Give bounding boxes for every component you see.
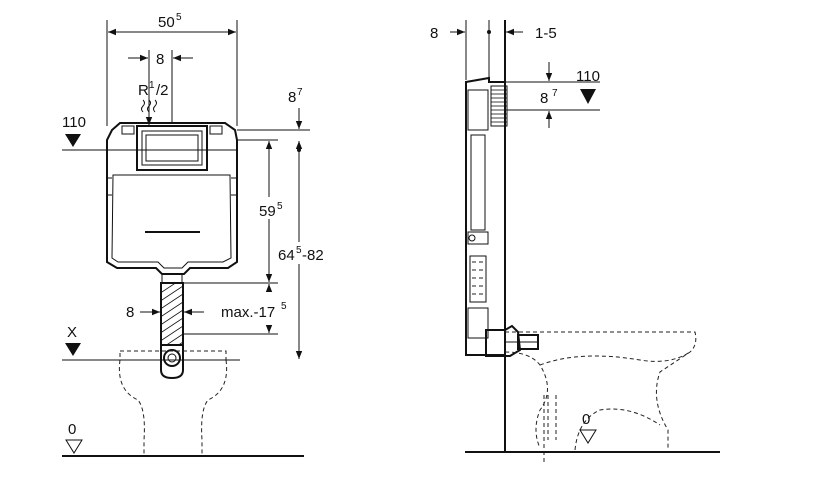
top-clearance-sup: 7 xyxy=(297,87,303,98)
flush-pipe xyxy=(160,274,184,380)
toilet-bowl-side xyxy=(504,331,697,465)
height-595-sup: 5 xyxy=(277,201,283,212)
connection-label: 8 xyxy=(156,51,164,68)
front-view: 50 5 8 R 1 /2 xyxy=(62,12,330,457)
level-x-label: X xyxy=(67,324,77,341)
width-dimension: 50 5 xyxy=(106,12,238,126)
height-595-label: 59 xyxy=(259,203,276,220)
level-110-label: 110 xyxy=(62,114,86,131)
frame-depth-label: 8 xyxy=(430,25,438,42)
max-label: max.-17 xyxy=(221,304,275,321)
front-floor-label: 0 xyxy=(68,421,76,438)
width-label-sup: 5 xyxy=(176,12,182,23)
max-label-sup: 5 xyxy=(281,301,287,312)
top-clearance-dimension: 8 7 xyxy=(237,87,310,131)
front-floor-level: 0 xyxy=(62,421,304,457)
cistern-side xyxy=(465,76,539,357)
side-clearance-label: 8 xyxy=(540,90,548,107)
flush-plate-grill xyxy=(491,89,507,123)
inlet-label-r: R xyxy=(138,82,149,99)
side-floor-label: 0 xyxy=(582,411,590,428)
side-level-markers: 110 8 7 xyxy=(492,62,600,128)
wall-gap-label: 1-5 xyxy=(535,25,557,42)
height-595-dimension: 59 5 xyxy=(237,139,283,284)
inlet-label-sup: 1 xyxy=(149,80,155,91)
pipe-hatching xyxy=(161,283,183,345)
side-view: 8 1-5 xyxy=(430,20,720,465)
height-range-suffix: -82 xyxy=(302,247,324,264)
water-inlet: R 1 /2 xyxy=(138,80,169,125)
height-range-dimension: 64 5 -82 xyxy=(276,141,330,359)
frame-depth-dimension: 8 1-5 xyxy=(430,25,557,42)
height-range-label: 64 xyxy=(278,247,295,264)
side-level-110-label: 110 xyxy=(576,68,600,85)
top-clearance-label: 8 xyxy=(288,89,296,106)
pipe-width-label: 8 xyxy=(126,304,134,321)
width-label: 50 xyxy=(158,14,175,31)
side-floor-level: 0 xyxy=(465,411,720,453)
pipe-width-dimension: 8 xyxy=(126,304,204,321)
side-clearance-sup: 7 xyxy=(552,88,558,99)
height-range-sup: 5 xyxy=(296,245,302,256)
left-level-markers: 110 X xyxy=(62,114,240,361)
inlet-label-suffix: /2 xyxy=(156,82,169,99)
cistern-front xyxy=(106,122,238,275)
max-dimension: max.-17 5 xyxy=(184,282,292,335)
